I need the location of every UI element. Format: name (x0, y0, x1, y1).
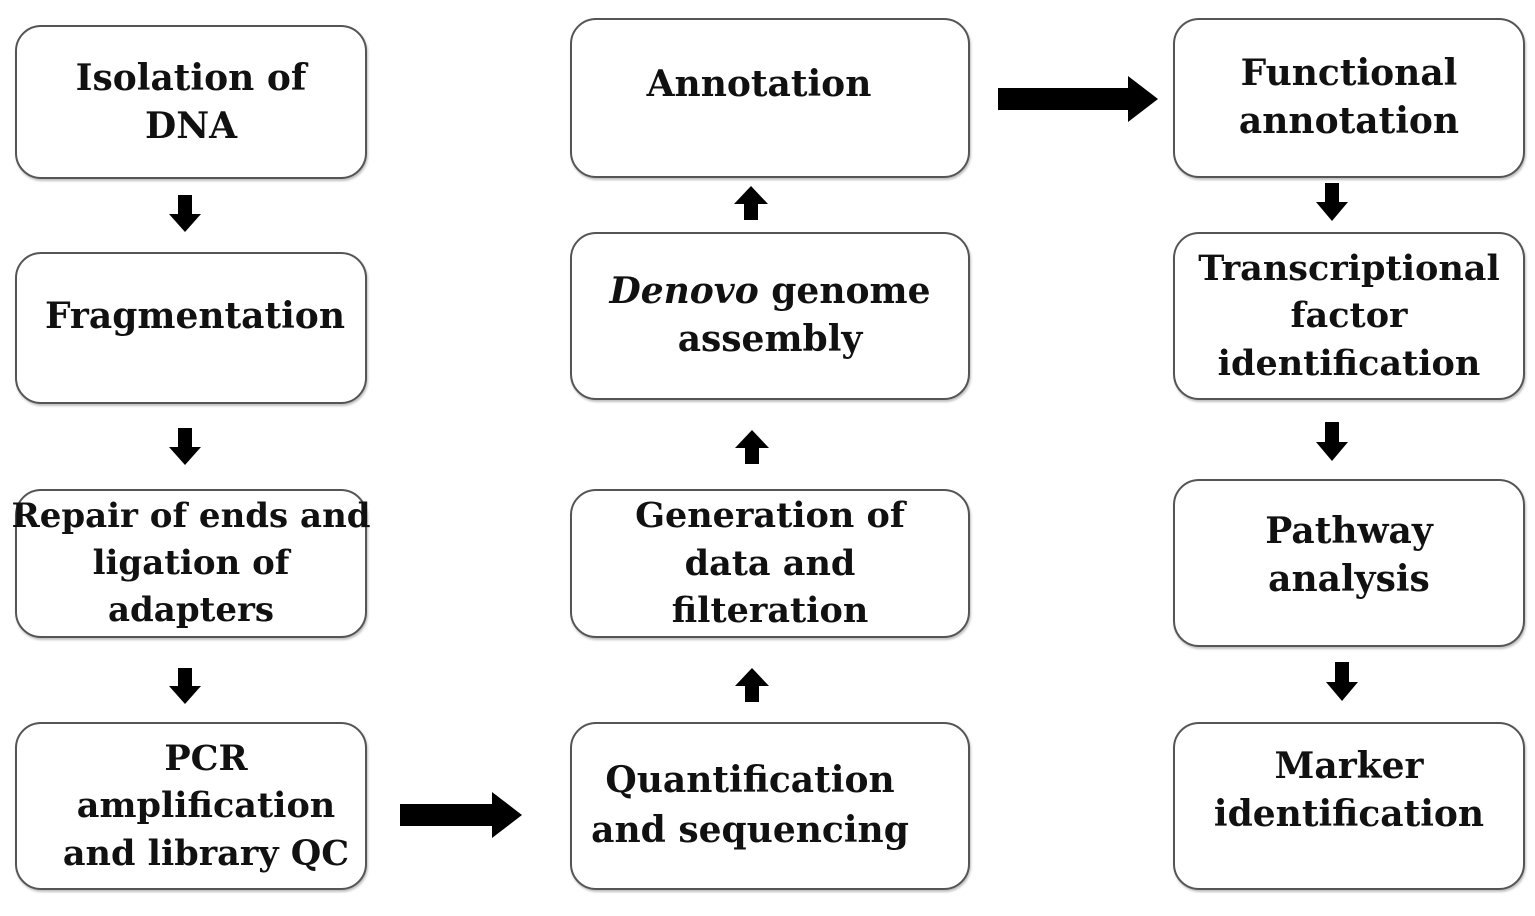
step-label-line: Generation of (635, 495, 905, 537)
step-label-line: ligation of (92, 543, 290, 584)
step-label-line: and sequencing (591, 809, 909, 851)
arrow-down-transcriptional-pathway (1316, 422, 1348, 461)
arrow-up-generation-denovo (735, 430, 769, 464)
arrow-down-fragmentation-repair (169, 428, 201, 465)
arrow-down-functional-transcriptional (1316, 183, 1348, 221)
step-label-line: Transcriptional (1198, 247, 1500, 289)
step-label-line: Marker (1274, 745, 1424, 788)
arrow-right-annotation-functional (998, 76, 1158, 122)
step-label-line: annotation (1238, 100, 1460, 142)
step-transcriptional-factor-identification: Transcriptional factor identification (1173, 232, 1525, 400)
step-label-line: Functional (1240, 52, 1458, 95)
step-label-line: assembly (677, 318, 863, 360)
step-label-line: amplification (76, 785, 336, 827)
arrow-down-isolation-fragmentation (169, 195, 201, 232)
arrow-up-denovo-annotation (734, 186, 768, 220)
denovo-italic: Denovo (609, 270, 759, 313)
arrow-down-pathway-marker (1326, 662, 1358, 701)
step-label-line: analysis (1268, 558, 1430, 600)
step-pathway-analysis: Pathway analysis (1173, 479, 1525, 647)
arrow-up-quantification-generation (735, 668, 769, 702)
step-label-line: DNA (144, 105, 238, 147)
step-label-line: Repair of ends and (11, 496, 371, 537)
step-label-line: and library QC (62, 832, 350, 874)
step-denovo-genome-assembly: Denovo genome assembly (570, 232, 970, 400)
step-pcr-amplification: PCR amplification and library QC (15, 722, 367, 890)
step-label-line: factor (1290, 295, 1408, 337)
step-label-line: Fragmentation (44, 295, 345, 338)
genome-word: genome (758, 270, 931, 313)
arrow-right-pcr-quantification (400, 792, 522, 838)
step-label-line: filteration (671, 590, 869, 632)
step-label-line: Annotation (646, 63, 872, 106)
step-label-line: Quantification (605, 759, 895, 802)
arrow-down-repair-pcr (169, 668, 201, 704)
step-marker-identification: Marker identification (1173, 722, 1525, 890)
step-generation-of-data: Generation of data and filteration (570, 489, 970, 638)
step-repair-and-ligation: Repair of ends and ligation of adapters (11, 489, 371, 638)
step-label-line: identification (1213, 793, 1485, 835)
step-isolation-of-dna: Isolation of DNA (15, 25, 367, 179)
step-fragmentation: Fragmentation (15, 252, 367, 404)
step-label-line: identification (1217, 342, 1481, 384)
step-label-line: Pathway (1265, 510, 1433, 553)
step-label-line: Denovo genome (609, 268, 930, 316)
step-annotation: Annotation (570, 18, 970, 178)
step-label-line: Isolation of (75, 57, 307, 100)
step-label-line: PCR (164, 737, 248, 779)
step-label-line: data and (684, 542, 856, 584)
step-quantification-and-sequencing: Quantification and sequencing (570, 722, 970, 890)
step-label-line: adapters (108, 589, 274, 630)
step-functional-annotation: Functional annotation (1173, 18, 1525, 178)
